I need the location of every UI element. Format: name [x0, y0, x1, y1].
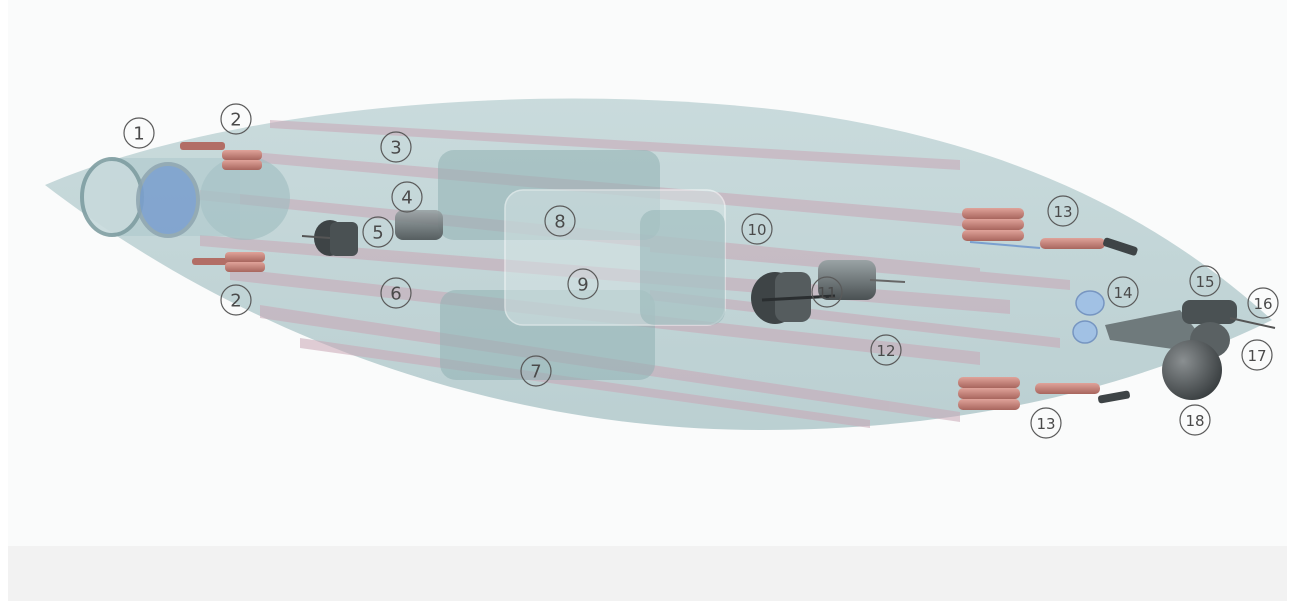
forward-equipment — [301, 210, 443, 256]
callout-label: 4 — [401, 188, 412, 209]
callout-c5: 5 — [362, 216, 394, 248]
callout-label: 2 — [230, 110, 241, 131]
callout-circle — [741, 213, 773, 245]
callout-circle — [544, 205, 576, 237]
callout-circle — [1247, 287, 1279, 319]
callout-label: 14 — [1113, 284, 1132, 302]
callout-circle — [220, 103, 252, 135]
callout-circle — [380, 277, 412, 309]
torpedo-tubes — [180, 142, 265, 272]
callout-label: 13 — [1036, 415, 1055, 433]
lower-aft-tanks — [958, 377, 1130, 410]
callout-c7: 7 — [520, 355, 552, 387]
callout-label: 3 — [390, 138, 401, 159]
callout-c2a: 2 — [220, 103, 252, 135]
callout-c6: 6 — [380, 277, 412, 309]
callout-circle — [1179, 404, 1211, 436]
callout-label: 12 — [876, 342, 895, 360]
callout-circle — [1030, 407, 1062, 439]
callout-c9: 9 — [567, 268, 599, 300]
callout-label: 18 — [1185, 412, 1204, 430]
callout-label: 9 — [577, 275, 588, 296]
callout-circle — [520, 355, 552, 387]
callout-c14: 14 — [1107, 276, 1139, 308]
callout-label: 17 — [1247, 347, 1266, 365]
callout-c13b: 13 — [1030, 407, 1062, 439]
footer-bar — [8, 546, 1287, 601]
callout-label: 11 — [817, 284, 836, 302]
callout-circle — [391, 181, 423, 213]
callout-circle — [567, 268, 599, 300]
callout-c4: 4 — [391, 181, 423, 213]
callout-label: 13 — [1053, 203, 1072, 221]
callout-circle — [1047, 195, 1079, 227]
callout-c3: 3 — [380, 131, 412, 163]
callout-circle — [870, 334, 902, 366]
callout-label: 2 — [230, 291, 241, 312]
callout-label: 15 — [1195, 273, 1214, 291]
callout-circle — [220, 284, 252, 316]
callout-c13a: 13 — [1047, 195, 1079, 227]
callout-c18: 18 — [1179, 404, 1211, 436]
callout-c12: 12 — [870, 334, 902, 366]
callout-c2b: 2 — [220, 284, 252, 316]
callout-circle — [1241, 339, 1273, 371]
callout-circle — [123, 117, 155, 149]
stern-assembly — [1072, 290, 1276, 400]
callout-label: 7 — [530, 362, 541, 383]
callout-circle — [811, 276, 843, 308]
callout-c17: 17 — [1241, 339, 1273, 371]
callout-c16: 16 — [1247, 287, 1279, 319]
bow-sonar — [80, 156, 290, 240]
callout-label: 6 — [390, 284, 401, 305]
callout-c1: 1 — [123, 117, 155, 149]
callout-circle — [362, 216, 394, 248]
callout-label: 16 — [1253, 295, 1272, 313]
callout-c10: 10 — [741, 213, 773, 245]
callout-circle — [380, 131, 412, 163]
callout-c15: 15 — [1189, 265, 1221, 297]
callout-circle — [1189, 265, 1221, 297]
callout-c11: 11 — [811, 276, 843, 308]
callout-label: 1 — [133, 124, 144, 145]
callout-label: 5 — [372, 223, 383, 244]
callout-label: 10 — [747, 221, 766, 239]
callout-label: 8 — [554, 212, 565, 233]
callout-c8: 8 — [544, 205, 576, 237]
aft-machinery — [751, 260, 906, 324]
upper-aft-tanks — [962, 208, 1138, 256]
callout-circle — [1107, 276, 1139, 308]
central-compartments — [438, 150, 726, 380]
